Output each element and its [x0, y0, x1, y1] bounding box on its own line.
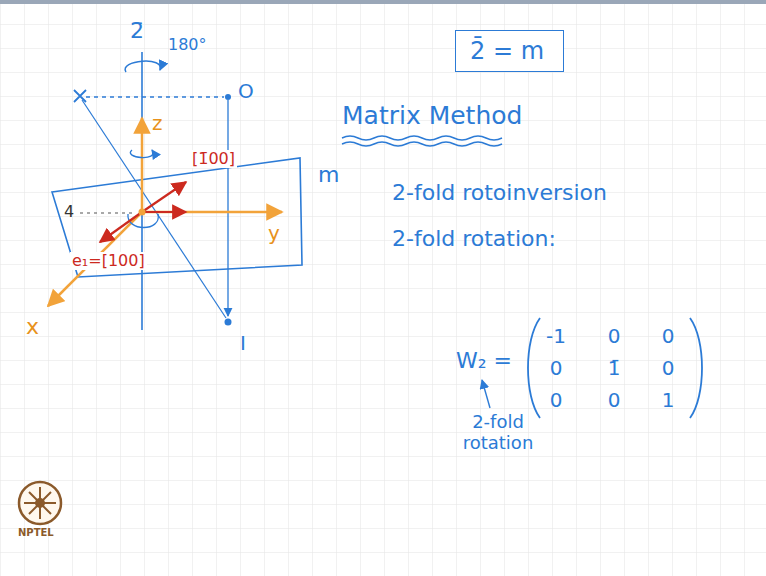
logo-text: NPTEL	[18, 527, 54, 539]
axis-label: z	[152, 112, 163, 135]
callout-number: 4	[64, 203, 74, 221]
mirror-plane	[52, 158, 302, 277]
boxed-equation: 2̄ = m	[455, 30, 564, 72]
vector-arrow	[142, 211, 186, 213]
mirror-line	[227, 100, 228, 316]
rotation-arrow	[128, 214, 158, 228]
note-text: 2-fold rotation:	[392, 226, 556, 251]
matrix-name: W₂ =	[456, 348, 512, 373]
vector-arrow	[142, 182, 186, 212]
rotation-axis	[141, 52, 143, 330]
cross-mark	[74, 90, 86, 102]
matrix-cell: 0	[662, 325, 675, 348]
leader-arrow	[482, 380, 490, 408]
matrix-cell: 0	[550, 357, 563, 380]
matrix-cell: 0	[550, 389, 563, 412]
axis-label: x	[26, 314, 39, 339]
plane-label: m	[318, 162, 339, 187]
vector-arrow	[100, 212, 142, 242]
rotation-arrow	[125, 61, 160, 72]
z-axis	[141, 118, 144, 210]
matrix-cell: 0	[608, 325, 621, 348]
matrix-cell: 0	[608, 389, 621, 412]
point-label: O	[238, 80, 254, 103]
rotation-arrow	[130, 150, 153, 158]
axis-label: y	[268, 222, 280, 245]
note-text: 2-fold rotoinversion	[392, 180, 607, 205]
matrix-cell: 1	[662, 389, 675, 412]
point-i	[225, 319, 232, 326]
matrix-bracket	[690, 318, 702, 418]
angle-label: 180°	[168, 36, 207, 54]
annotation: 2-fold rotation	[448, 412, 548, 453]
dashed-leader	[80, 212, 136, 213]
axis-symbol: 2̄	[130, 18, 144, 43]
wavy-underline	[342, 136, 502, 140]
dashed-line	[86, 96, 224, 97]
y-axis	[142, 211, 282, 214]
matrix-cell: 1̄	[608, 357, 621, 380]
matrix-cell: 0	[662, 357, 675, 380]
logo-center	[35, 498, 45, 508]
section-heading: Matrix Method	[342, 102, 522, 131]
direction-label: [1̄00]	[190, 150, 237, 168]
matrix-cell: -1	[546, 325, 566, 348]
vector-label: e₁=[100]	[70, 252, 147, 270]
equation-text: 2̄ = m	[470, 37, 549, 65]
top-bar	[0, 0, 766, 4]
point-label: I	[240, 332, 246, 355]
origin-dot	[139, 209, 146, 216]
matrix-bracket	[528, 318, 540, 418]
logo-ring	[19, 482, 61, 524]
inversion-line	[82, 100, 226, 318]
wavy-underline	[342, 142, 502, 146]
logo-flower	[24, 487, 56, 519]
point-o	[225, 94, 231, 100]
